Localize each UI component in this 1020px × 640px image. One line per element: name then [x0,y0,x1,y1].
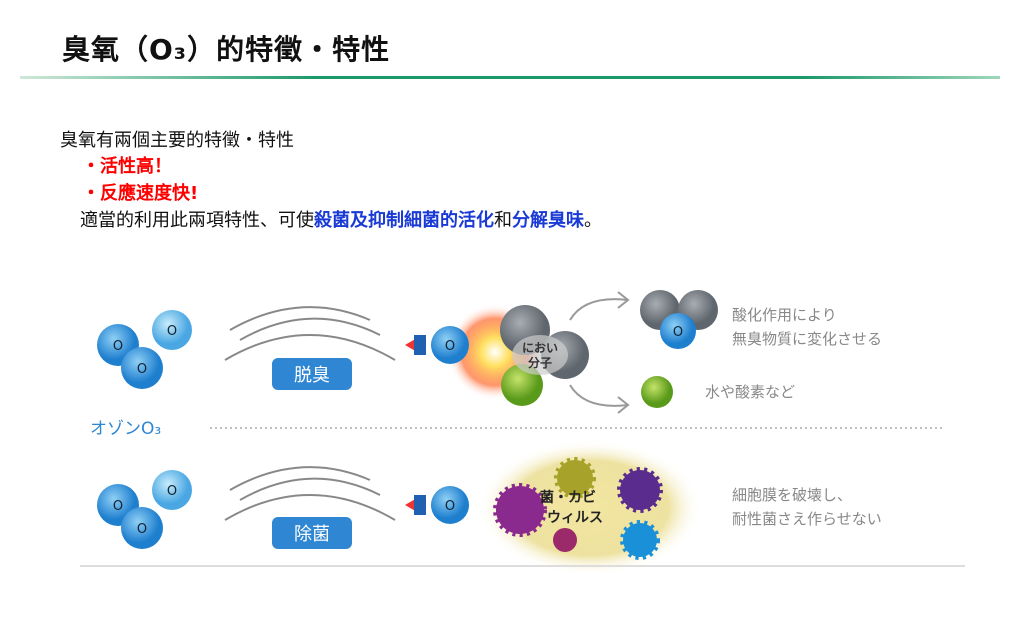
deodorize-button[interactable] [272,358,352,390]
sterilize-button[interactable] [272,517,352,549]
summary-highlight-sterilize: 殺菌及抑制細菌的活化 [314,210,494,231]
summary-end: 。 [584,210,602,231]
ozone-rocket-icon: O [405,326,469,364]
svg-text:O: O [167,324,177,339]
summary-text: 適當的利用此兩項特性、可使殺菌及抑制細菌的活化和分解臭味。 [80,206,602,232]
summary-highlight-deodorize: 分解臭味 [512,210,584,231]
motion-lines-icon [224,306,396,361]
svg-text:O: O [137,522,147,537]
svg-text:O: O [113,499,123,514]
title-divider [20,76,1000,79]
germ-icons [493,457,663,560]
odor-molecule: におい 分子 [500,305,589,406]
ozone-molecule-cluster-2: O O O [97,470,192,549]
result-water-oxygen: 水や酸素など [705,383,795,401]
svg-text:O: O [167,484,177,499]
ozone-rocket-icon-2: O [405,486,469,524]
result-oxidation-line1: 酸化作用により [732,306,837,324]
svg-text:O: O [445,339,455,354]
oxidized-molecule: O [640,290,718,349]
result-oxidation-line2: 無臭物質に変化させる [732,330,882,348]
sterilize-label: 除菌 [294,524,330,545]
deodorize-label: 脱臭 [294,365,330,386]
summary-part1: 適當的利用此兩項特性、可使 [80,210,314,231]
motion-lines-icon-2 [224,466,396,521]
split-arrows-icon [569,291,630,414]
summary-part2: 和 [494,210,512,231]
intro-text: 臭氧有兩個主要的特徵・特性 [60,130,294,151]
svg-text:O: O [673,325,683,340]
page-title: 臭氧（O₃）的特徵・特性 [62,33,391,66]
svg-text:分子: 分子 [528,355,552,370]
svg-text:におい: におい [522,341,558,355]
germ-label-2: ウィルス [547,510,603,526]
ozone-label: オゾンO₃ [90,419,161,439]
svg-text:O: O [113,339,123,354]
water-oxygen-molecule [641,376,673,408]
svg-text:O: O [137,362,147,377]
result-sterilize-line1: 細胞膜を破壊し、 [732,486,852,504]
result-sterilize-line2: 耐性菌さえ作らせない [732,510,882,528]
svg-text:O: O [445,499,455,514]
ozone-molecule-cluster: O O O [97,310,192,389]
bullet-fast-reaction: ・反應速度快! [82,183,199,204]
bullet-high-activity: ・活性高！ [82,156,172,177]
germ-label-1: 菌・カビ [540,489,596,506]
